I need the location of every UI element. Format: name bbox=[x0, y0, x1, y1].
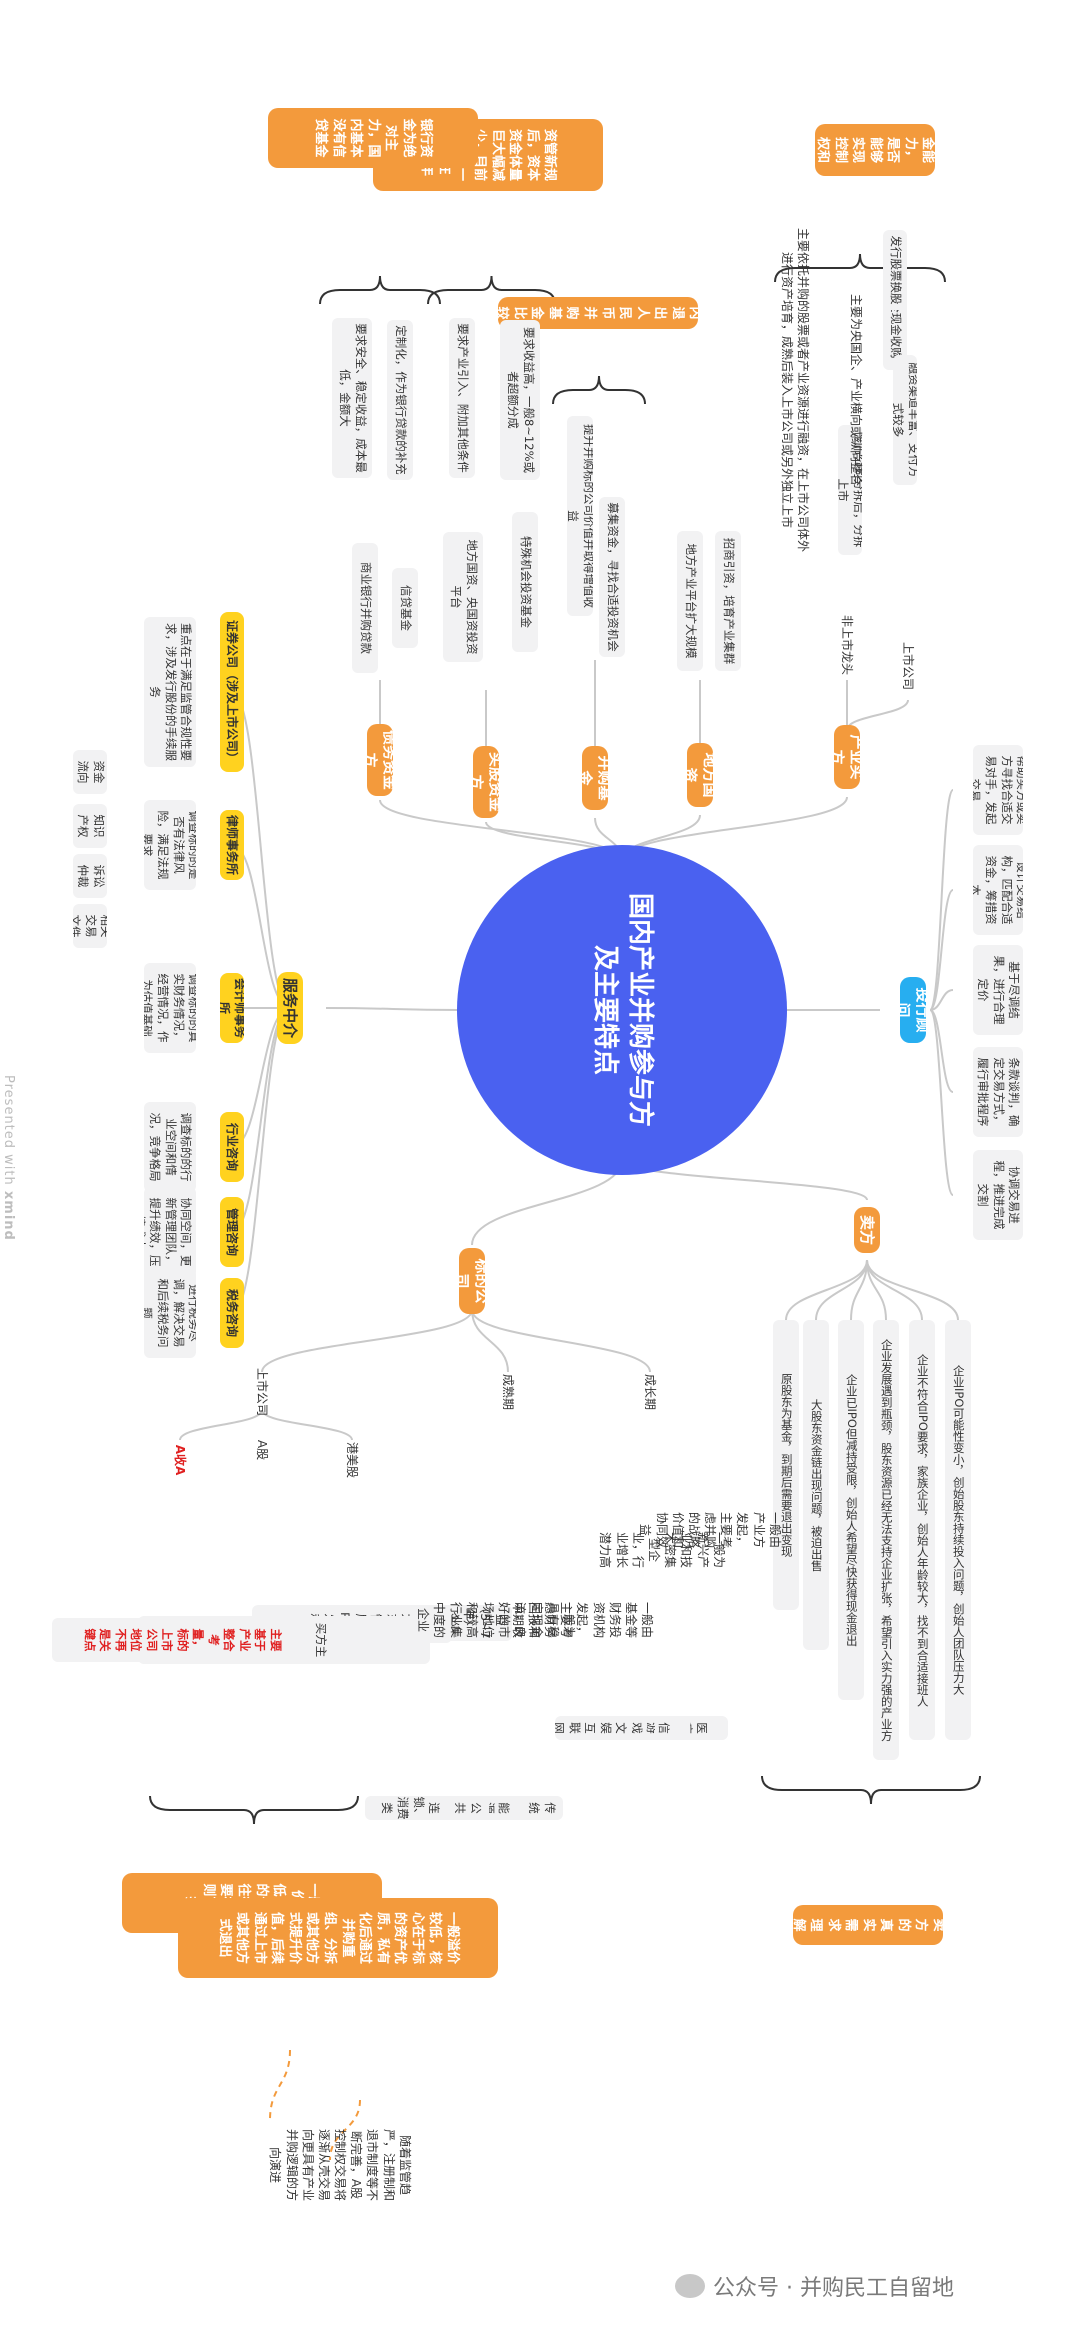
service-5-label[interactable]: 税务咨询 bbox=[220, 1278, 244, 1348]
central-topic[interactable]: 国内产业并购参与方及主要特点 bbox=[457, 845, 787, 1175]
target-mature-item-3[interactable]: 连锁、消费类 bbox=[365, 1796, 455, 1820]
industry-leaf-incubate[interactable]: 主要依托并购的股票或者产业资源进行融资，在上市公司体外进行资产培育，成熟后装入上… bbox=[780, 228, 811, 553]
debt-leaf-custom[interactable]: 定制化，作为银行贷款的补充 bbox=[387, 320, 413, 480]
service-0-leaf[interactable]: 重点在于满足监管合规性要求，涉及发行股份的手续服务 bbox=[144, 617, 196, 767]
service-4-leaf[interactable]: 寻找标的后续协同空间，更新管理团队，提升绩效，压缩成本 bbox=[144, 1187, 196, 1277]
seller-leaf-0[interactable]: 企业IPO可能性变小，创始股东持续投入问题，创始人团队压力大 bbox=[945, 1320, 971, 1740]
sf-leaf-industry[interactable]: 要求产业引入、附加其他条件 bbox=[449, 318, 475, 478]
topic-investment-bank-advisor[interactable]: 投行顾问 bbox=[900, 977, 926, 1043]
footer-account: 公众号 · 并购民工自留地 bbox=[675, 2270, 954, 2302]
local-leaf-investment[interactable]: 招商引资，培育产业集群 bbox=[715, 531, 741, 671]
connector-target-branch-2 bbox=[471, 1309, 651, 1373]
sf-summary-brace bbox=[427, 275, 556, 305]
target-bottom-pill-1[interactable]: 一般溢价较低，核心在于标的资产优质，私有化后通过并购重组、分拆或其他方式提升价值… bbox=[178, 1898, 498, 1978]
mafund-leaf-raise[interactable]: 募集资金，寻找合适投资机会 bbox=[599, 497, 625, 657]
debt-summary-brace bbox=[319, 275, 441, 305]
topic-seller[interactable]: 卖方 bbox=[854, 1207, 880, 1253]
industry-unlisted-leader[interactable]: 非上市龙头 bbox=[840, 614, 855, 675]
seller-need-pill[interactable]: 基于对卖方的真实需求理解和诉求 bbox=[793, 1905, 943, 1945]
connector-dashed-1 bbox=[329, 2099, 361, 2161]
advisor-leaf-4[interactable]: 协调交易进程，推进完成交割 bbox=[973, 1150, 1023, 1240]
industry-leaf-channels[interactable]: 融资渠道丰富、支付方式较多 bbox=[893, 355, 917, 485]
seller-leaf-5[interactable]: 原股东为基金，到期后需要退出变现 bbox=[773, 1320, 799, 1610]
service-0-label[interactable]: 证券公司（涉及上市公司） bbox=[220, 612, 244, 772]
service-5-leaf[interactable]: 进行税务尽调，解决交易和后续税务问题 bbox=[144, 1268, 196, 1358]
service-1-label[interactable]: 律师事务所 bbox=[220, 810, 244, 880]
service-2-leaf[interactable]: 调查标的的真实财务情况，经营情况，作为估值基础 bbox=[144, 963, 196, 1053]
connector-seller-1 bbox=[866, 1259, 923, 1321]
connector-advisor-3 bbox=[929, 1009, 954, 1093]
target-growth-sub[interactable]: 一般由产业方发起，主要考虑并购的战略价值和协同效益 bbox=[638, 1511, 782, 1548]
connector-advisor-0 bbox=[929, 789, 954, 1011]
service-3-label[interactable]: 行业咨询 bbox=[220, 1112, 244, 1182]
connector-advisor-2 bbox=[929, 989, 954, 1011]
service-3-leaf[interactable]: 调查标的的行业空间和情况，竞争格局 bbox=[144, 1102, 196, 1192]
topic-service-intermediary[interactable]: 服务中介 bbox=[277, 972, 303, 1044]
target-summary-brace bbox=[149, 1795, 359, 1825]
sf-leaf-special-fund[interactable]: 特殊机会投资基金 bbox=[512, 512, 538, 652]
service-4-label[interactable]: 管理咨询 bbox=[220, 1197, 244, 1267]
lawyer-sub-2[interactable]: 诉讼仲裁 bbox=[73, 854, 107, 898]
mafund-leaf-value[interactable]: 提升并购标的公司价值并取得增值收益 bbox=[567, 416, 593, 616]
lawyer-sub-3[interactable]: 相关交易文件 bbox=[73, 904, 107, 948]
seller-leaf-2[interactable]: 企业发展遇到瓶颈，股东资源已经无法支持企业扩张，希望引入实力强的产业方 bbox=[873, 1320, 899, 1760]
sf-leaf-local-platform[interactable]: 地方国资、央国资投资平台 bbox=[443, 532, 483, 662]
connector-target-branch-0 bbox=[261, 1309, 473, 1373]
target-a-to-a[interactable]: A收A bbox=[173, 1444, 188, 1476]
seller-summary-brace bbox=[761, 1775, 981, 1805]
lawyer-sub-1[interactable]: 知识产权 bbox=[73, 804, 107, 848]
industry-listed-company[interactable]: 上市公司 bbox=[901, 641, 916, 690]
wechat-icon bbox=[675, 2274, 705, 2298]
target-bottom-pill-2[interactable]: 随着监管趋严，注册制和退市制度等不断完善，A股控制权交易将逐渐从壳交易向更具有产… bbox=[268, 2128, 412, 2201]
service-1-leaf[interactable]: 调查标的的是否有法律风险，满足法规要求 bbox=[144, 800, 196, 890]
debt-leaf-credit-fund[interactable]: 信贷基金 bbox=[392, 568, 418, 648]
service-2-label[interactable]: 会计师事务所 bbox=[220, 973, 244, 1043]
topic-local-state-capital[interactable]: 地方国资 bbox=[687, 743, 713, 807]
connector-aa bbox=[179, 1409, 263, 1441]
target-branch-1[interactable]: 成熟期 bbox=[501, 1373, 516, 1410]
sf-leaf-high-return[interactable]: 要求收益高，一般8~12%或者超额分成 bbox=[500, 320, 540, 480]
topic-debt-funder[interactable]: 债务资金方 bbox=[367, 724, 393, 796]
industry-summary-brace bbox=[774, 253, 946, 283]
topic-ma-fund[interactable]: 并购基金 bbox=[582, 746, 608, 810]
advisor-leaf-2[interactable]: 基于尽调结果，进行合理定价 bbox=[973, 945, 1023, 1035]
target-a-share[interactable]: A股 bbox=[255, 1439, 270, 1461]
target-mature-sub[interactable]: 一般由基金等财务投资机构发起，主要考虑财务回报和中期收益（5~7年） bbox=[462, 1601, 655, 1639]
topic-equity-funder[interactable]: 买股资金方 bbox=[473, 746, 499, 818]
industry-leaf-soe[interactable]: 主要为央国企、产业横向或纵向整合 bbox=[849, 293, 864, 486]
industry-note-pill[interactable]: 关键是资金能力，是否能够实现控制权和协同效应 bbox=[815, 124, 935, 176]
connector-advisor-4 bbox=[929, 1009, 954, 1196]
topic-target-company[interactable]: 标的公司 bbox=[459, 1248, 485, 1314]
seller-leaf-3[interactable]: 企业已IPO但减持受限，创始人希望尽快获得现金退出 bbox=[838, 1320, 864, 1700]
connector-hk bbox=[261, 1409, 353, 1441]
debt-leaf-safe[interactable]: 要求安全、稳定收益，成本最低，金额大 bbox=[332, 318, 372, 478]
advisor-leaf-3[interactable]: 条款谈判，确定交易方式，履行审批程序 bbox=[973, 1047, 1023, 1137]
target-branch-0[interactable]: 上市公司 bbox=[255, 1367, 270, 1416]
debt-note-pill[interactable]: 银行资金为绝对主力，国内基本没有信贷基金 bbox=[268, 108, 478, 168]
industry-leaf-shares[interactable]: 发行股票换股 bbox=[883, 230, 907, 310]
topic-industry-buyer[interactable]: 产业买方 bbox=[834, 725, 860, 789]
target-branch-2[interactable]: 成长期 bbox=[643, 1373, 658, 1410]
target-aa-leaf[interactable]: 主要基于产业整合考量，标的上市公司地位不再是关键点 bbox=[52, 1618, 312, 1662]
connector-dashed-0 bbox=[269, 2049, 291, 2121]
mafund-summary-brace bbox=[552, 375, 646, 405]
seller-leaf-1[interactable]: 企业不符合IPO要求，家族企业，创始人年龄较大，找不到合适接班人 bbox=[909, 1320, 935, 1740]
seller-leaf-4[interactable]: 大股东资金链出现问题，被迫出售 bbox=[803, 1320, 829, 1650]
xmind-watermark: Presented with xmind bbox=[1, 1075, 16, 1241]
advisor-leaf-1[interactable]: 设计交易结构，匹配合适资金，筹措资本 bbox=[973, 845, 1023, 935]
debt-leaf-bank-loan[interactable]: 商业银行并购贷款 bbox=[352, 543, 378, 673]
connector-target-branch-1 bbox=[471, 1309, 509, 1373]
advisor-leaf-0[interactable]: 帮助买方或卖方寻找合适交易对手，发起交易 bbox=[973, 745, 1023, 835]
lawyer-sub-0[interactable]: 资金流向 bbox=[73, 750, 107, 794]
local-leaf-platform[interactable]: 地方产业平台扩大规模 bbox=[677, 531, 703, 671]
connector-seller-5 bbox=[785, 1259, 868, 1321]
connector-advisor-1 bbox=[929, 889, 954, 1011]
target-hk-us[interactable]: 港美股 bbox=[345, 1441, 360, 1478]
target-growth-item-2[interactable]: 游戏文娱互联网 bbox=[555, 1716, 655, 1740]
connector-seller-0 bbox=[866, 1259, 959, 1321]
connector-services bbox=[325, 1007, 461, 1011]
